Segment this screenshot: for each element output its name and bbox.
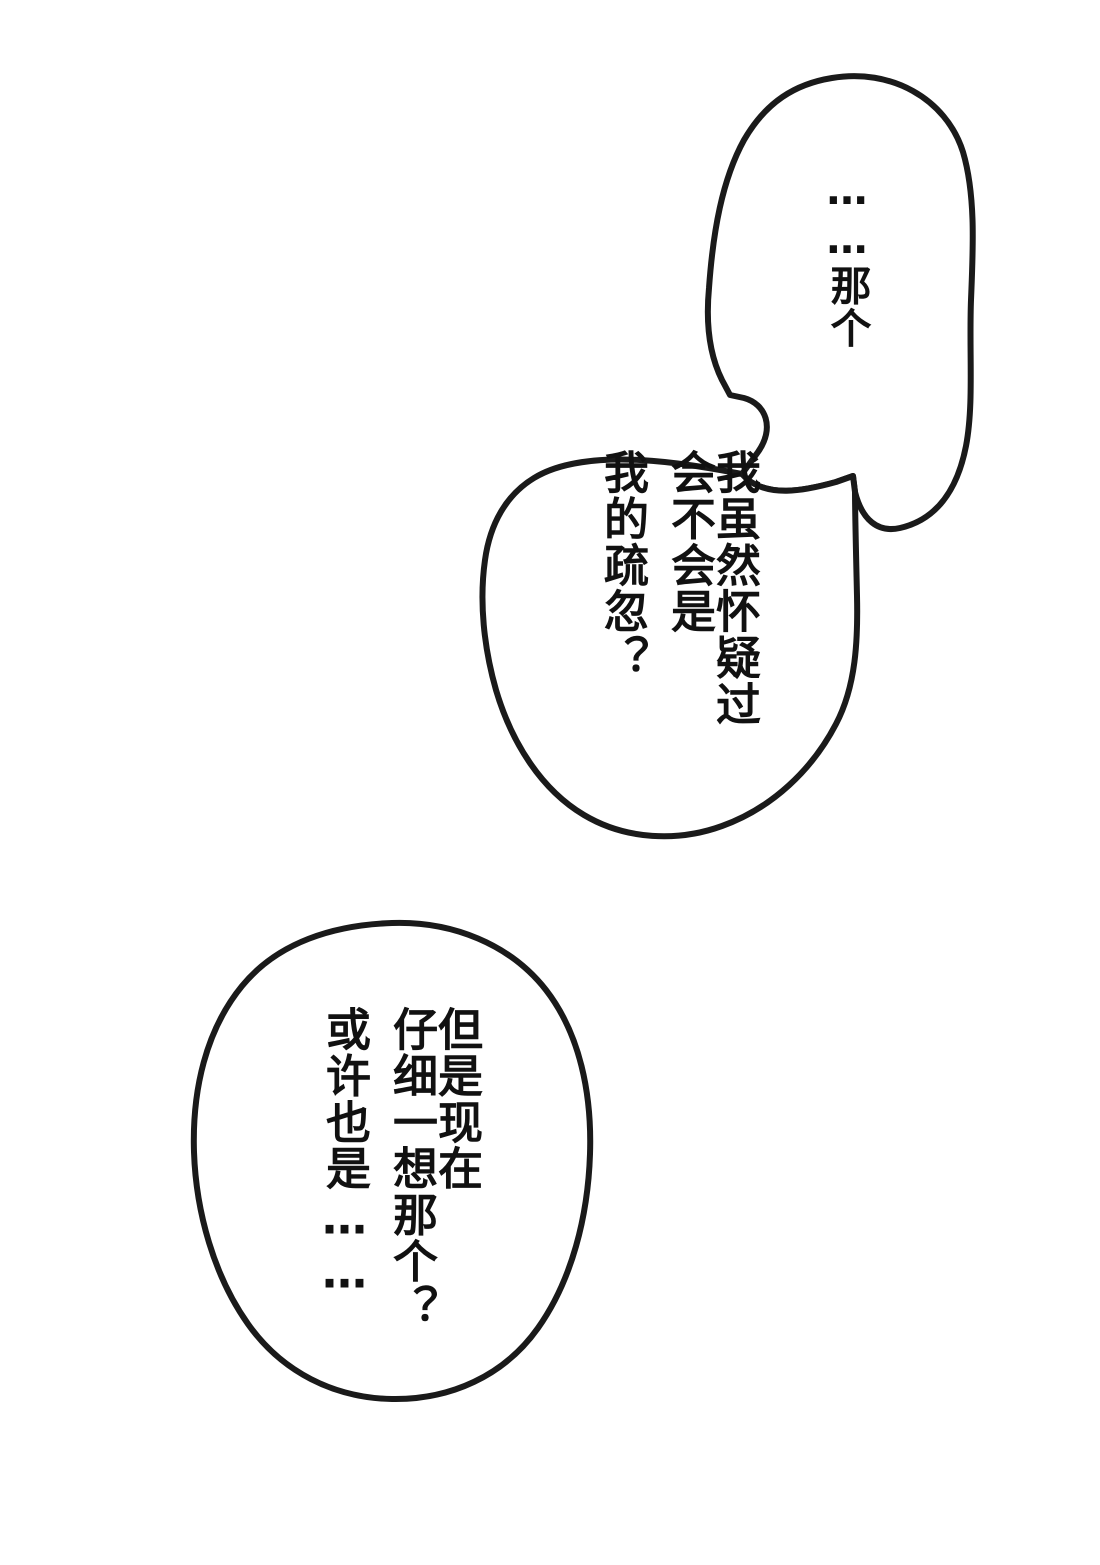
speech-bubble-1-text: ……那个	[823, 166, 871, 349]
bubble-3-column-2: 仔细一想那个？	[385, 1006, 438, 1331]
bubble-2-column-3: 我的疏忽？	[596, 449, 649, 681]
bubble-2-column-1: 我虽然怀疑过	[708, 449, 761, 728]
bubble-1-column-1: ……那个	[823, 166, 871, 349]
bubble-3-column-3: 或许也是……	[318, 1006, 371, 1301]
bubble-3-column-1: 但是现在	[430, 1006, 483, 1192]
bubble-2-column-2: 会不会是	[663, 449, 716, 635]
speech-bubble-3-text: 但是现在 仔细一想那个？ 或许也是……	[300, 1006, 483, 1331]
speech-bubble-2-text: 我虽然怀疑过 会不会是 我的疏忽？	[578, 449, 761, 728]
